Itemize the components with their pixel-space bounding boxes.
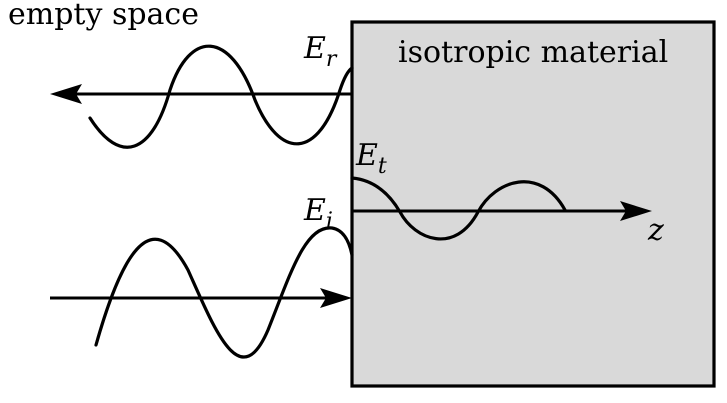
reflected-arrowhead xyxy=(50,84,82,104)
incident-field-symbol: E xyxy=(303,193,326,228)
incident-arrowhead xyxy=(320,288,352,308)
reflected-field-label: Er xyxy=(303,31,338,72)
z-axis-label: z xyxy=(647,213,664,248)
incident-wave xyxy=(94,226,354,359)
reflected-wave xyxy=(88,44,354,149)
transmitted-field-symbol: E xyxy=(355,138,378,173)
incident-field-subscript: i xyxy=(326,209,333,234)
z-axis-arrowhead xyxy=(620,201,652,221)
reflected-field-subscript: r xyxy=(326,47,338,72)
reflected-field-symbol: E xyxy=(303,31,326,66)
transmitted-field-subscript: t xyxy=(378,154,387,179)
isotropic-material-block xyxy=(350,20,716,388)
empty-space-label: empty space xyxy=(8,0,199,32)
transmitted-wave xyxy=(350,176,567,241)
material-label: isotropic material xyxy=(398,35,668,70)
incident-field-label: Ei xyxy=(303,193,333,234)
transmitted-field-label: Et xyxy=(355,138,387,179)
